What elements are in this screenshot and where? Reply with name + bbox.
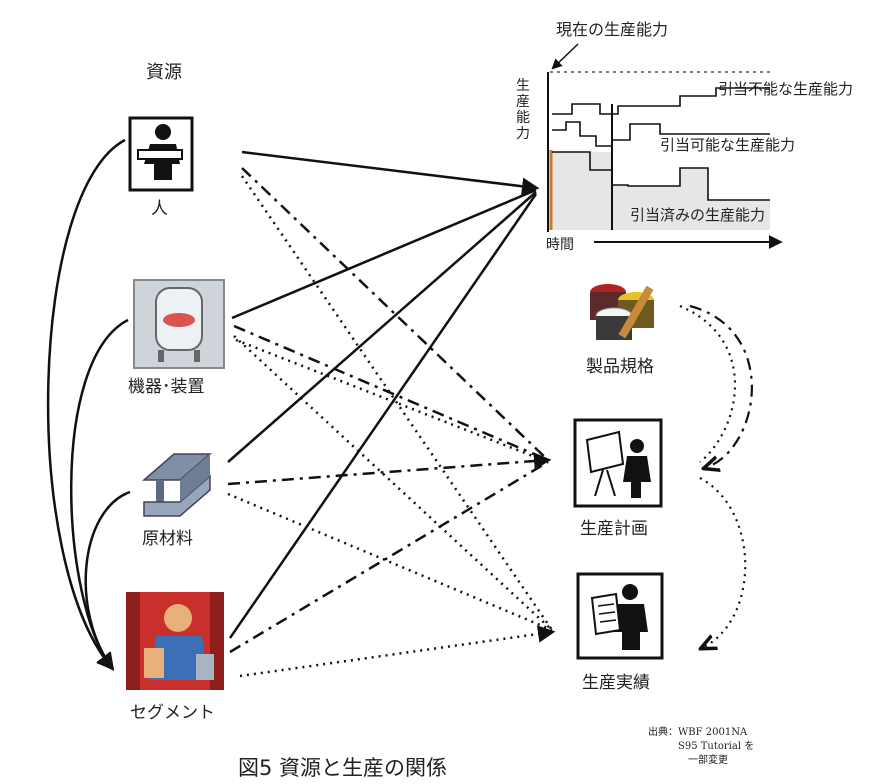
arrow-material-plan <box>227 452 552 486</box>
source-line-1: 出典：WBF 2001NA <box>648 727 748 738</box>
label-production-plan: 生産計画 <box>580 519 648 539</box>
source-note: 出典：WBF 2001NA S95 Tutorial を 一部変更 <box>648 726 754 768</box>
chart-title-current-capacity: 現在の生産能力 <box>556 20 669 39</box>
legend-allocated: 引当済みの生産能力 <box>630 206 766 224</box>
curve-person-to-segment <box>46 138 126 671</box>
chart-y-label: 生産能力 <box>516 78 530 142</box>
capacity-chart <box>547 43 783 249</box>
source-line-2: S95 Tutorial を <box>678 741 755 752</box>
arrow-material-capacity <box>227 191 537 463</box>
arrow-equipment-plan <box>233 324 549 462</box>
arrow-material-results <box>227 492 553 632</box>
worker-icon <box>128 116 194 192</box>
legend-unallocatable: 引当不能な生産能力 <box>718 80 854 98</box>
worker-report-icon <box>576 572 664 660</box>
legend-allocatable: 引当可能な生産能力 <box>660 136 796 154</box>
curve-equipment-to-segment <box>70 318 129 671</box>
arrow-person-results <box>240 175 554 631</box>
label-segment: セグメント <box>130 703 215 723</box>
segment-worker-icon <box>126 592 224 690</box>
label-production-results: 生産実績 <box>582 673 650 693</box>
arrow-person-plan <box>241 167 549 461</box>
current-capacity-pointer <box>551 43 579 70</box>
tank-equipment-icon <box>133 279 225 369</box>
curve-material-to-segment <box>84 490 131 671</box>
arrow-segment-plan <box>229 460 549 654</box>
dotted-arrows-to-results <box>227 175 556 678</box>
resources-heading: 資源 <box>146 62 182 83</box>
left-hierarchy-arrows <box>46 138 131 671</box>
curve-spec-to-plan-dotted <box>679 304 737 463</box>
arrow-equipment-capacity <box>231 188 537 320</box>
label-person: 人 <box>151 199 168 219</box>
chart-x-label: 時間 <box>546 237 574 253</box>
allocated-area <box>552 152 612 230</box>
curve-plan-to-results-dotted <box>700 477 747 648</box>
steel-beam-icon <box>141 453 213 517</box>
allocated-area-2 <box>612 168 770 230</box>
allocatable-step <box>552 121 770 147</box>
label-raw-material: 原材料 <box>142 529 193 549</box>
allocated-step <box>552 151 770 201</box>
figure-caption: 図5 資源と生産の関係 <box>238 756 448 780</box>
curve-spec-to-plan-dashdot <box>689 304 753 468</box>
arrow-segment-results <box>239 625 556 678</box>
planner-desk-icon <box>573 418 663 508</box>
unallocatable-step <box>552 87 770 115</box>
dashdot-arrows-to-plan <box>227 167 552 654</box>
label-product-spec: 製品規格 <box>586 357 654 377</box>
label-equipment: 機器･装置 <box>128 377 205 397</box>
right-flow-arrows <box>679 304 753 648</box>
source-line-3: 一部変更 <box>688 755 728 766</box>
arrow-equipment-results <box>233 335 553 631</box>
arrow-person-capacity <box>241 150 540 195</box>
arrow-segment-capacity <box>228 193 538 639</box>
paint-cans-icon <box>590 284 654 340</box>
solid-arrows-to-capacity <box>227 150 540 639</box>
